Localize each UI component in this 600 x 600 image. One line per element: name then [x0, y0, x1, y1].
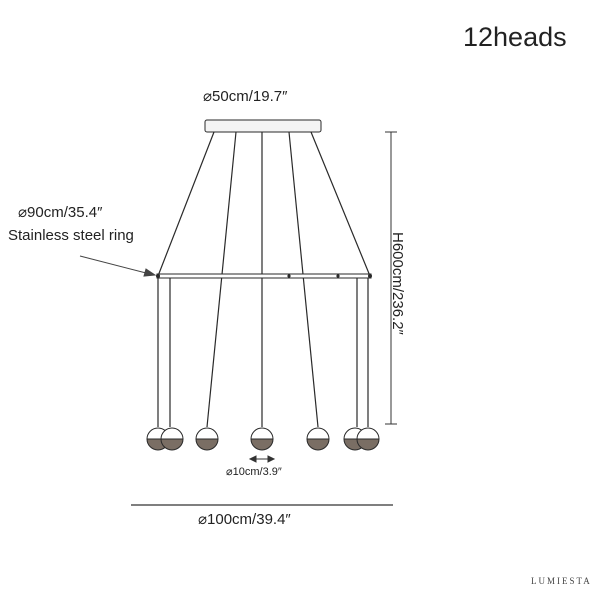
- overall-width-label: ⌀100cm/39.4″: [198, 511, 291, 528]
- height-label: H600cm/236.2″: [389, 232, 406, 335]
- globe-diameter-label: ⌀10cm/3.9″: [226, 466, 282, 478]
- brand-logo: LUMIESTA: [531, 576, 592, 586]
- ring-description-label: Stainless steel ring: [8, 227, 134, 244]
- page-title: 12heads: [463, 22, 567, 52]
- pendant-drops: [157, 278, 369, 427]
- ring-diameter-label: ⌀90cm/35.4″: [18, 204, 103, 221]
- globe: [306, 427, 330, 451]
- globe: [160, 427, 184, 451]
- canopy-diameter-label: ⌀50cm/19.7″: [203, 88, 288, 105]
- ring-joints: [156, 274, 372, 278]
- height-dimension-line: [385, 131, 397, 425]
- globe: [250, 427, 274, 451]
- ceiling-canopy: [204, 119, 322, 133]
- globe-lights: [146, 427, 380, 451]
- suspension-cables: [157, 131, 371, 428]
- ring-pointer-arrow: [79, 255, 157, 277]
- globe-dimension-line: [248, 455, 276, 463]
- globe: [195, 427, 219, 451]
- globe: [356, 427, 380, 451]
